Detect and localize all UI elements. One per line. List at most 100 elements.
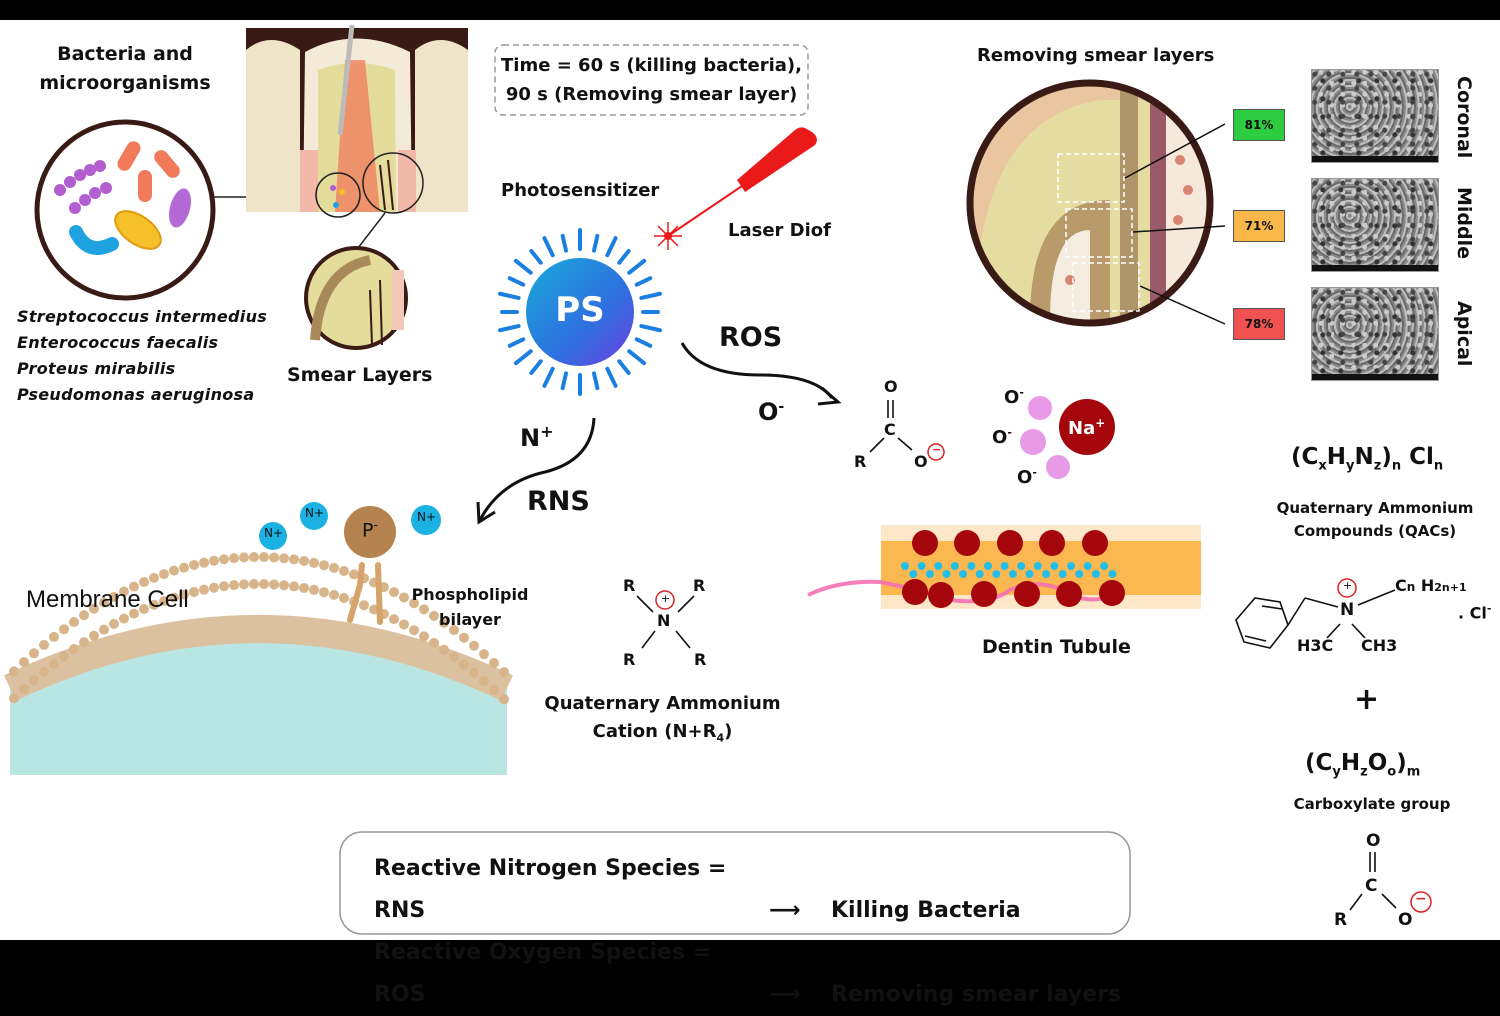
lipid-head: [249, 579, 259, 590]
bacteria-title-line1: Bacteria and: [57, 43, 193, 65]
lipid-head: [229, 553, 239, 564]
positive-charge-circle: [655, 590, 675, 610]
phosphate-head-label: P-: [362, 518, 378, 541]
caption-text: Cation (N+R: [592, 721, 717, 742]
lipid-head: [139, 604, 149, 615]
bacteria-dot: [950, 562, 959, 570]
chain-subscript: n: [1406, 580, 1416, 594]
bacteria-dot: [959, 570, 968, 578]
lipid-head: [19, 657, 29, 668]
qac-cation-caption: Quaternary Ammonium Cation (N+R4): [530, 690, 795, 753]
bacteria-dot: [1008, 570, 1017, 578]
glow-ray: [617, 249, 631, 265]
bacteria-dot: [901, 562, 909, 570]
bacteria-dot: [1083, 562, 1092, 570]
qac-structure-bonds: [1235, 589, 1396, 649]
qac-cation-bonds: [636, 595, 695, 649]
lipid-head: [159, 596, 169, 607]
lipid-head: [219, 554, 229, 565]
caption-text: ): [724, 721, 733, 742]
time-box-border: [494, 44, 809, 116]
lipid-head: [29, 648, 39, 659]
charge-sign: −: [932, 443, 942, 456]
oxide-symbol: O: [1017, 467, 1033, 488]
ros-label: ROS: [719, 322, 783, 353]
lipid-head: [79, 610, 89, 621]
chloride-symbol: . Cl: [1458, 603, 1487, 623]
apical-percent-badge: 78%: [1233, 308, 1285, 340]
negative-charge-circle: [1410, 891, 1432, 913]
lipid-head: [289, 581, 299, 592]
nitrogen-ion-label: N+: [417, 510, 437, 524]
lipid-head: [199, 584, 209, 595]
oxide-charge: -: [1019, 386, 1024, 399]
dentin-particle: [902, 579, 928, 605]
species-item: Pseudomonas aeruginosa: [17, 385, 255, 404]
dentin-particles: [902, 530, 1125, 608]
lipid-head: [259, 552, 269, 563]
dentin-particle: [928, 582, 954, 608]
phospholipid-label-line2: bilayer: [439, 610, 501, 629]
rod-bacteria-icon: [117, 141, 180, 202]
formula-element: O: [1367, 750, 1388, 776]
lipid-head: [269, 579, 279, 590]
oxide-label: O-: [992, 426, 1012, 448]
lipid-head: [219, 581, 229, 592]
species-item: Enterococcus faecalis: [17, 333, 219, 352]
rns-ion: N+: [520, 422, 554, 452]
lipid-head: [419, 604, 429, 615]
chloride-counter-ion: . Cl-: [1458, 602, 1491, 622]
atom-r: R: [623, 650, 636, 669]
lipid-head: [109, 591, 119, 602]
cell-membrane-illustration: [3, 552, 513, 775]
lipid-head: [129, 608, 139, 619]
lipid-head: [189, 559, 199, 570]
oxide-symbol: O: [1004, 387, 1020, 408]
glow-ray: [542, 366, 555, 388]
carboxylate-caption: Carboxylate group: [1293, 795, 1451, 813]
lipid-head: [269, 552, 279, 563]
sodium-charge: +: [1095, 416, 1106, 430]
glow-ray: [605, 366, 618, 388]
lipid-head: [249, 552, 259, 563]
glow-ray: [507, 337, 526, 348]
glow-ray: [498, 324, 521, 333]
qac-caption-line2: Compounds (QACs): [1293, 522, 1457, 540]
lipid-head: [119, 613, 129, 624]
atom-r: R: [694, 650, 707, 669]
lipid-head: [409, 598, 419, 609]
sodium-label: Na+: [1068, 416, 1105, 439]
lipid-head: [289, 554, 299, 565]
bacteria-dot: [975, 570, 984, 578]
lipid-head: [149, 572, 159, 583]
coronal-percent-badge: 81%: [1233, 109, 1285, 141]
lipid-head: [429, 610, 439, 621]
legend: Reactive Nitrogen Species = RNS⟶Killing …: [374, 848, 1121, 1016]
bacteria-dot: [984, 562, 992, 570]
dentin-particle: [954, 530, 980, 556]
rns-arrow-head: [476, 501, 496, 525]
lipid-head: [169, 565, 179, 576]
lipid-head: [199, 557, 209, 568]
lipid-head: [9, 693, 19, 704]
bacteria-dot: [909, 570, 918, 578]
bacteria-title-line2: microorganisms: [39, 72, 211, 94]
atom-r: R: [854, 452, 867, 471]
lipid-head: [469, 640, 479, 651]
lipid-head: [259, 579, 269, 590]
bacteria-dot: [925, 570, 934, 578]
ros-ion-charge: -: [778, 399, 785, 415]
glow-ray: [605, 236, 618, 258]
qac-formula: (CxHyNz)n Cln: [1291, 444, 1444, 474]
bacteria-dots: [901, 562, 1117, 578]
removing-smear-title: Removing smear layers: [977, 45, 1215, 66]
smear-layers-label: Smear Layers: [287, 364, 433, 386]
chain-element: H: [1420, 576, 1435, 595]
carboxylate-bonds-mid: [869, 400, 913, 453]
membrane-cell-label: Membrane Cell: [26, 586, 189, 613]
lipid-head: [129, 581, 139, 592]
qac-cation-caption-line2: Cation (N+R4): [530, 718, 795, 753]
lipid-head: [79, 637, 89, 648]
lipid-head: [59, 651, 69, 662]
lipid-head: [459, 632, 469, 643]
